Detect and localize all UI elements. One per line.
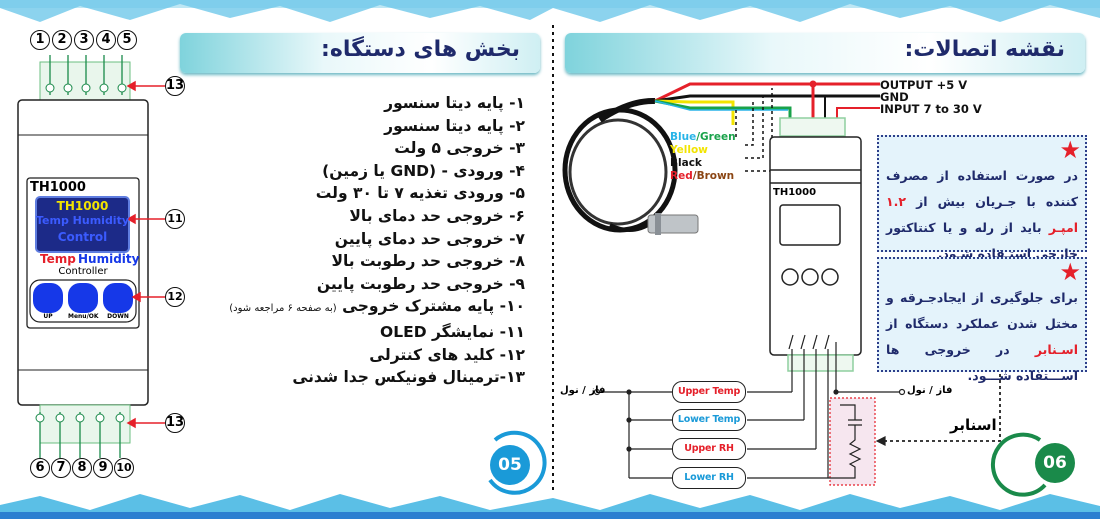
part-item: ۱۲- کلید های کنترلی — [369, 345, 525, 364]
wire-label-blue-green: Blue/Green — [670, 131, 736, 143]
device-model-label: TH1000 — [30, 180, 86, 195]
wires — [654, 80, 880, 125]
wire-label-black: Black — [670, 157, 702, 169]
snubber-label: اسنابر — [950, 416, 997, 434]
note-snubber: ★ برای جلوگیری از ایجادجـرقه و مختل شدن … — [877, 257, 1087, 383]
wire-blue: Blue — [670, 131, 697, 143]
sensor-cable-drawing — [562, 97, 699, 235]
callout-12: 12 — [165, 287, 185, 307]
phase-label-left: فاز / نول — [560, 385, 606, 396]
part-item: ۲- پایه دیتا سنسور — [384, 116, 525, 135]
part-item: ۱۱- نمایشگر OLED — [380, 322, 525, 341]
callout-13-top: 13 — [165, 76, 185, 96]
terminal-number: 2 — [52, 30, 72, 50]
part-item-text: ۱۰- پایه مشترک خروجی — [342, 297, 525, 316]
note2-text-end: در خروجی ها اســـتفاده شـــود. — [886, 342, 1078, 383]
star-icon: ★ — [1059, 136, 1081, 164]
wire-brown: /Brown — [692, 170, 735, 182]
wire-label-yellow: Yellow — [670, 144, 708, 156]
part-item: ۱- پایه دیتا سنسور — [384, 94, 525, 112]
page-number-05: 05 — [490, 445, 530, 485]
terminal-number: 6 — [30, 458, 50, 478]
phase-label-right: فاز / نول — [907, 385, 953, 396]
wire-red: Red — [670, 170, 693, 182]
part-item: ۸- خروجی حد رطوبت بالا — [331, 252, 525, 271]
part-item: ۵- ورودی تغذیه ۷ تا ۳۰ ولت — [315, 184, 525, 203]
callout-arrows — [126, 80, 165, 429]
terminal-number: 5 — [117, 30, 137, 50]
callout-11: 11 — [165, 209, 185, 229]
left-title-banner: بخش های دستگاه: — [180, 33, 540, 73]
brand-sub: Controller — [58, 266, 108, 277]
bottom-border — [0, 494, 1100, 519]
top-border — [0, 0, 1100, 22]
brand-temp: Temp — [40, 252, 76, 266]
part-item: ۳- خروجی ۵ ولت — [394, 139, 525, 158]
brand-humidity: Humidity — [78, 252, 140, 266]
part-item: ۱۰- پایه مشترک خروجی (به صفحه ۶ مراجعه ش… — [185, 295, 525, 321]
note1-highlight: ۱.۲ امپـر — [886, 194, 1078, 235]
part-item: ۷- خروجی حد دمای پایین — [334, 229, 525, 248]
terminal-number: 4 — [96, 30, 116, 50]
device-side-drawing — [769, 117, 862, 372]
part-item: ۶- خروجی حد دمای بالا — [349, 206, 525, 225]
button-down[interactable]: DOWN — [107, 313, 129, 320]
relay-wiring — [593, 334, 1001, 486]
page-number-06: 06 — [1035, 443, 1075, 483]
note-current-limit: ★ در صورت استفاده از مصرف کننده با جـریا… — [877, 135, 1087, 261]
callout-13-bottom: 13 — [165, 413, 185, 433]
page-badge-rings — [488, 430, 1047, 497]
relay-upper-temp: Upper Temp — [672, 381, 746, 403]
star-icon: ★ — [1059, 258, 1081, 286]
wire-label-red-brown: Red/Brown — [670, 170, 734, 182]
parts-list: ۱- پایه دیتا سنسور ۲- پایه دیتا سنسور ۳-… — [185, 92, 525, 389]
power-label-gnd: GND — [880, 90, 909, 104]
button-up[interactable]: UP — [43, 313, 53, 320]
device-side-model: TH1000 — [773, 187, 817, 198]
terminal-number: 8 — [72, 458, 92, 478]
note2-highlight: اسـنابر — [1034, 342, 1078, 357]
left-page-title: بخش های دستگاه: — [321, 37, 520, 62]
device-front-drawing — [17, 55, 149, 458]
relay-upper-rh: Upper RH — [672, 438, 746, 460]
part-item: ۱۳-ترمینال فونیکس جدا شدنی — [292, 368, 525, 387]
terminal-number: 9 — [93, 458, 113, 478]
screen-line2: Control — [57, 230, 108, 244]
screen-line1: Temp Humidity — [36, 214, 130, 227]
terminal-number: 3 — [74, 30, 94, 50]
terminal-number: 7 — [51, 458, 71, 478]
note1-text: در صورت استفاده از مصرف کننده با جـریان … — [886, 168, 1078, 209]
button-menu-ok[interactable]: Menu/OK — [68, 313, 99, 320]
terminal-number: 1 — [30, 30, 50, 50]
power-label-output: OUTPUT +5 V — [880, 78, 968, 92]
part-item-note: (به صفحه ۶ مراجعه شود) — [229, 303, 337, 315]
part-item: ۹- خروجی حد رطوبت پایین — [316, 274, 525, 293]
screen-model: TH1000 — [56, 199, 109, 213]
right-page-title: نقشه اتصالات: — [904, 37, 1065, 62]
wire-legend-arrows — [735, 88, 773, 172]
part-item: ۴- ورودی - (GND یا زمین) — [322, 161, 525, 180]
relay-lower-rh: Lower RH — [672, 467, 746, 489]
relay-lower-temp: Lower Temp — [672, 409, 746, 431]
wire-green: /Green — [696, 131, 736, 143]
power-label-input: INPUT 7 to 30 V — [880, 102, 982, 116]
note2-text: برای جلوگیری از ایجادجـرقه و مختل شدن عم… — [886, 290, 1078, 331]
terminal-number: 10 — [114, 458, 134, 478]
right-title-banner: نقشه اتصالات: — [565, 33, 1085, 73]
